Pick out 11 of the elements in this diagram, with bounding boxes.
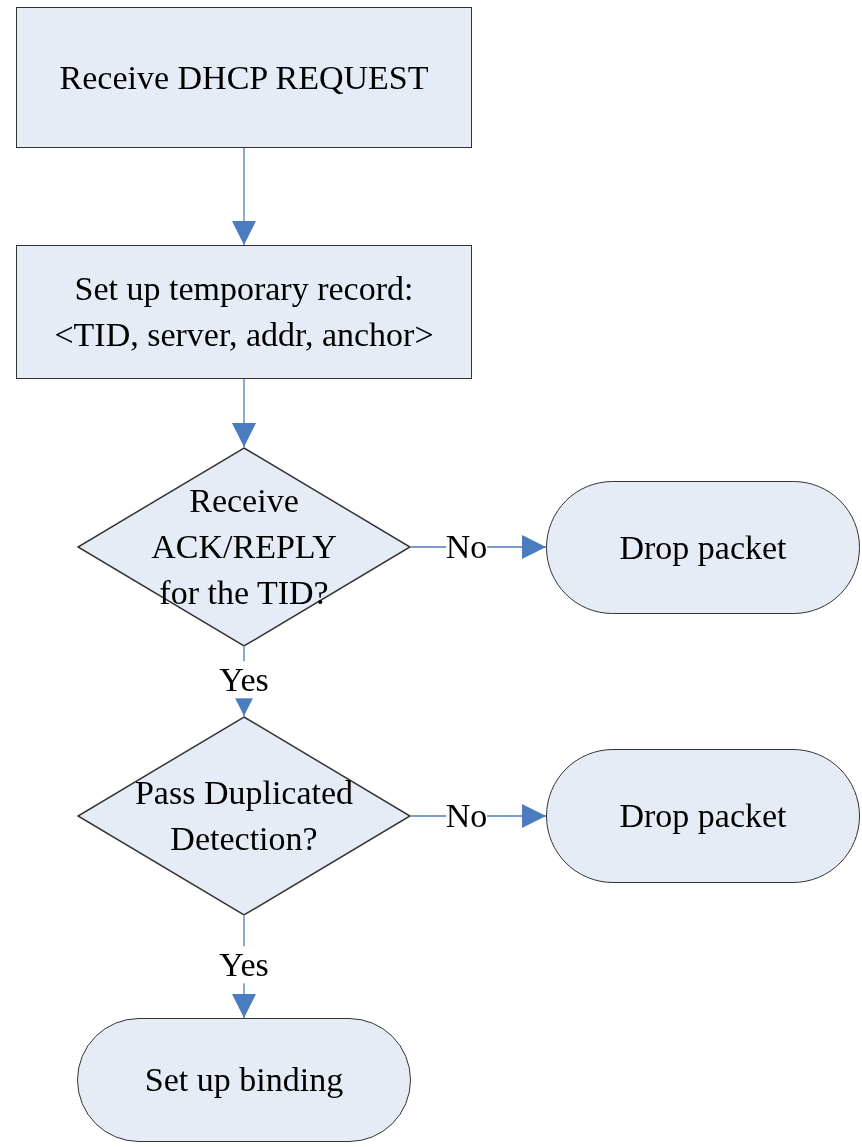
node-text: Receive ACK/REPLY for the TID? [150,481,338,613]
node-text: Pass Duplicated Detection? [133,773,355,859]
process-box [16,7,472,148]
node-text: Set up binding [144,1060,344,1101]
node-text: Drop packet [619,796,787,837]
edge-label: Yes [219,660,269,699]
edge-label: Yes [219,946,269,984]
node-text: Drop packet [619,527,787,568]
node-text: Set up temporary record: <TID, server, addr, anchor> [53,269,435,355]
process-box [16,245,472,379]
node-text: Receive DHCP REQUEST [59,57,429,98]
